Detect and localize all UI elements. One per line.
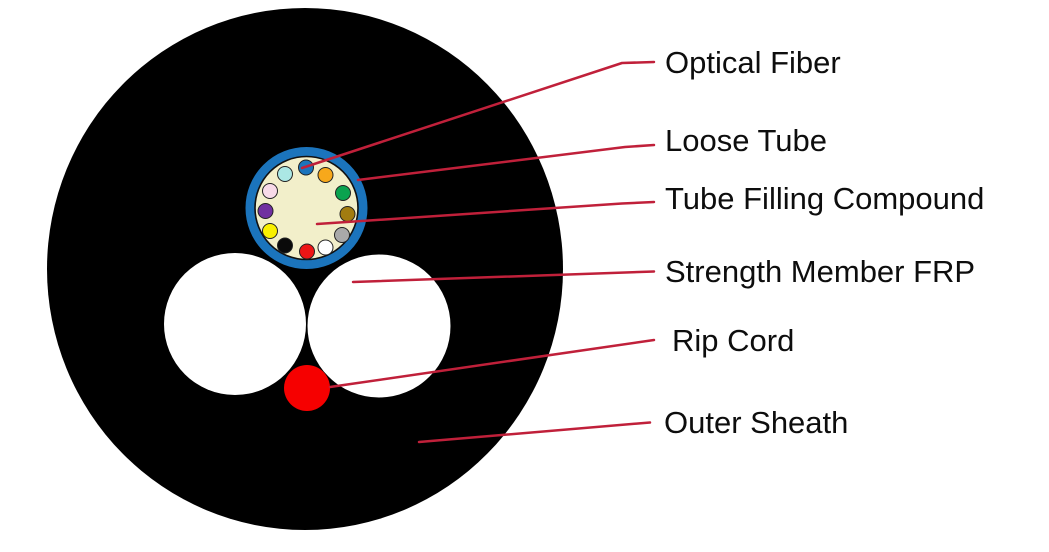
strength-member-frp-shape-2 — [307, 254, 451, 398]
leader-line-outer-sheath — [417, 421, 652, 444]
optical-fiber-rose — [262, 183, 278, 199]
optical-fiber-yellow — [262, 223, 278, 239]
optical-fiber-violet — [257, 203, 274, 219]
strength-member-frp-shape-1 — [164, 253, 306, 395]
leader-line-optical-fiber — [300, 60, 656, 170]
label-outer-sheath: Outer Sheath — [664, 404, 849, 440]
leader-line-strength-member-frp — [351, 270, 656, 284]
optical-fiber-black — [277, 237, 293, 254]
label-rip-cord: Rip Cord — [672, 323, 795, 359]
tube-filling-compound-shape — [254, 155, 359, 261]
optical-fiber-orange — [317, 167, 334, 183]
optical-fiber-slate — [334, 227, 350, 243]
label-tube-filling-compound: Tube Filling Compound — [665, 181, 985, 217]
rip-cord-shape — [284, 365, 330, 411]
optical-fiber-green — [335, 185, 351, 201]
optical-fiber-white — [317, 239, 334, 256]
optical-fiber-aqua — [277, 166, 293, 182]
leader-line-rip-cord — [328, 338, 656, 389]
label-strength-member-frp: Strength Member FRP — [665, 254, 976, 290]
label-loose-tube: Loose Tube — [665, 122, 828, 158]
optical-fiber-red — [299, 243, 315, 260]
optical-fiber-brown — [339, 206, 356, 222]
label-optical-fiber: Optical Fiber — [665, 45, 841, 81]
leader-line-loose-tube — [356, 143, 656, 182]
leader-line-tube-filling-compound — [315, 200, 656, 226]
